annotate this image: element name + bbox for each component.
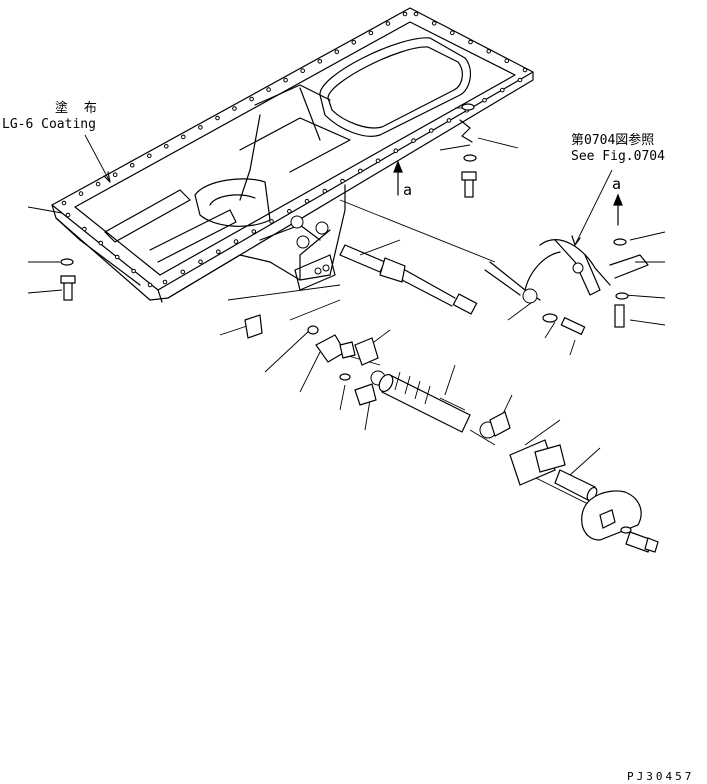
bolt-left [60, 258, 76, 301]
flange-bolt-hole [468, 39, 473, 45]
flange-bolt-hole [522, 67, 528, 73]
view-arrow-2 [613, 193, 623, 226]
flange-bolt-hole [180, 269, 186, 275]
flange-bolt-hole [317, 59, 323, 64]
flange-bolt-hole [147, 282, 153, 288]
flange-bolt-hole [112, 172, 118, 177]
flange-bolt-hole [482, 97, 487, 103]
coating-label-en: LG-6 Coating [2, 117, 96, 132]
flange-bolt-hole [287, 209, 292, 214]
flange-bolt-hole [164, 144, 169, 149]
flange-bolt-hole [358, 168, 363, 174]
hose-clamp [479, 411, 511, 439]
flange-bolt-hole [147, 153, 152, 159]
flange-bolt-hole [429, 128, 434, 133]
oil-pan [51, 7, 534, 303]
flange-bolt-hole [114, 254, 120, 260]
flange-bolt-holes [61, 11, 528, 288]
oil-level-sensor [339, 244, 586, 336]
view-marker-a-1: a [403, 181, 413, 199]
flange-bolt-hole [162, 279, 168, 285]
flange-bolt-hole [215, 115, 220, 121]
flange-bolt-hole [269, 219, 274, 224]
flange-bolt-hole [340, 178, 345, 184]
flange-bolt-hole [500, 87, 505, 93]
flange-bolt-hole [446, 118, 452, 123]
flange-bolt-hole [95, 181, 101, 187]
flange-bolt-hole [368, 30, 374, 36]
flange-bolt-hole [266, 87, 271, 92]
flange-bolt-hole [402, 11, 408, 17]
flange-bolt-hole [504, 58, 510, 64]
flange-bolt-hole [131, 268, 136, 274]
flange-bolt-hole [65, 212, 71, 218]
flange-bolt-hole [98, 240, 104, 246]
flange-bolt-hole [216, 249, 221, 254]
flange-bolt-hole [486, 49, 492, 54]
drain-hose [378, 371, 471, 433]
flange-bolt-hole [198, 125, 203, 130]
reference-label-en: See Fig.0704 [571, 149, 665, 164]
cover-plate [581, 490, 659, 553]
flange-bolt-hole [304, 198, 310, 204]
flange-bolt-hole [450, 30, 455, 36]
flange-bolt-hole [61, 200, 67, 206]
flange-bolt-hole [334, 49, 340, 55]
bolt-top-right [461, 171, 477, 198]
flange-bolt-hole [375, 158, 381, 164]
flange-bolt-hole [517, 77, 523, 83]
flange-bolt-hole [411, 138, 416, 143]
harness-bracket [524, 238, 649, 328]
reference-label-jp: 第0704図参照 [571, 133, 655, 148]
flange-bolt-hole [351, 40, 357, 45]
flange-bolt-hole [251, 229, 257, 234]
flange-bolt-hole [82, 226, 87, 232]
coating-label-jp: 塗 布 [55, 101, 101, 116]
flange-bolt-hole [249, 96, 254, 102]
flange-bolt-hole [413, 11, 419, 17]
flange-bolt-hole [129, 162, 135, 168]
drain-valve [509, 439, 598, 502]
flange-bolt-hole [283, 77, 288, 83]
flange-bolt-hole [431, 21, 437, 26]
washer-top [459, 103, 477, 162]
flange-bolt-hole [78, 191, 84, 196]
flange-bolt-hole [322, 188, 328, 194]
flange-bolt-hole [385, 21, 391, 26]
view-arrow-1 [393, 160, 403, 196]
flange-bolt-hole [198, 259, 203, 265]
flange-bolt-hole [233, 239, 239, 244]
view-marker-a-2: a [612, 175, 622, 193]
flange-bolt-hole [181, 134, 186, 140]
flange-bolt-hole [232, 106, 237, 111]
drawing-number: PJ30457 [627, 770, 695, 783]
flange-bolt-hole [300, 68, 306, 73]
plug-fitting [244, 314, 386, 406]
flange-bolt-hole [393, 148, 399, 153]
